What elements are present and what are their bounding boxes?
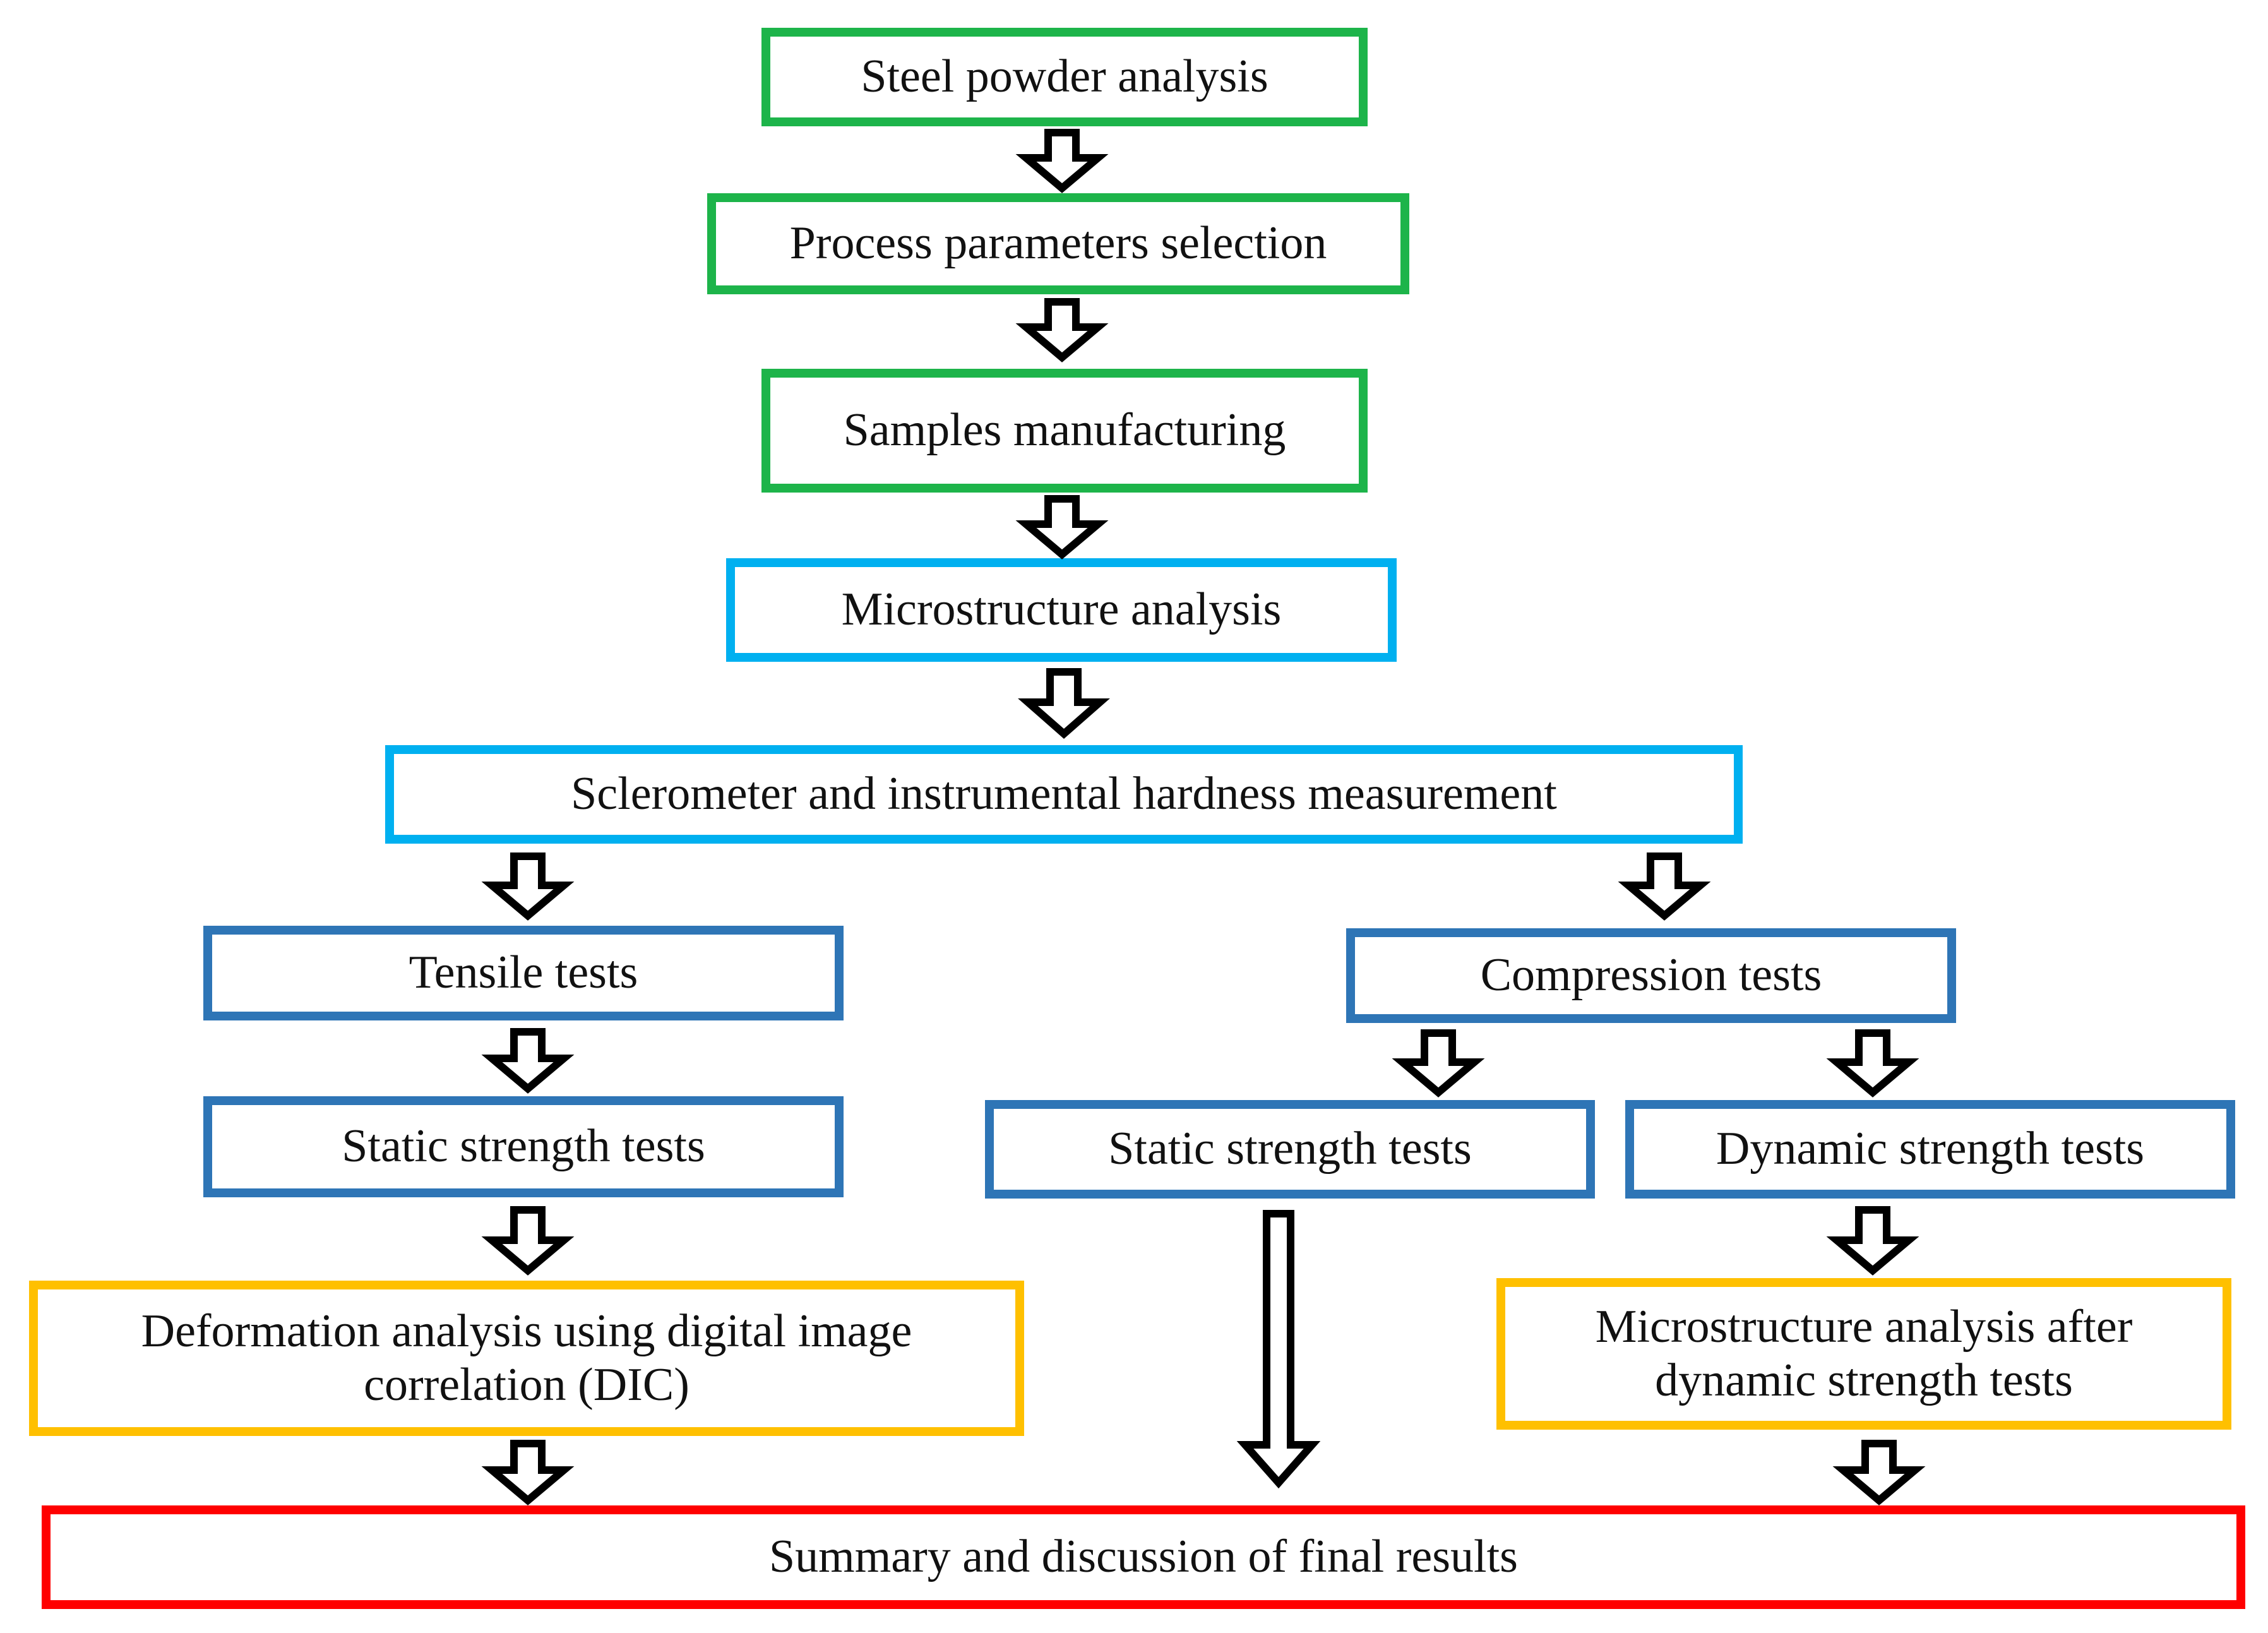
node-compression-tests: Compression tests xyxy=(1346,928,1956,1023)
arrow-graphic xyxy=(1826,1029,1919,1098)
node-compression-static-strength-tests: Static strength tests xyxy=(985,1100,1595,1199)
node-dynamic-strength-tests: Dynamic strength tests xyxy=(1625,1100,2235,1199)
arrow-graphic xyxy=(1832,1440,1926,1505)
arrow-comp-static-to-summary-icon xyxy=(1236,1210,1321,1489)
node-tensile-tests: Tensile tests xyxy=(203,926,844,1020)
node-summary-final-results: Summary and discussion of final results xyxy=(42,1505,2245,1609)
node-dic-deformation-analysis: Deformation analysis using digital image… xyxy=(29,1281,1024,1436)
node-label: Samples manufacturing xyxy=(843,404,1286,457)
arrow-graphic xyxy=(1018,668,1110,739)
arrow-hardness-to-tensile-icon xyxy=(481,852,575,921)
arrow-graphic xyxy=(1015,129,1109,193)
arrow-graphic xyxy=(1618,852,1711,921)
node-process-parameters-selection: Process parameters selection xyxy=(707,193,1409,294)
node-label: Steel powder analysis xyxy=(861,51,1268,103)
arrow-hardness-to-compression-icon xyxy=(1618,852,1711,921)
arrow-graphic xyxy=(481,1440,575,1505)
node-samples-manufacturing: Samples manufacturing xyxy=(761,369,1368,493)
arrow-graphic xyxy=(1015,495,1109,559)
node-label: Microstructure analysis xyxy=(841,583,1282,636)
arrow-params-to-samples-icon xyxy=(1015,298,1109,362)
arrow-dic-to-summary-icon xyxy=(481,1440,575,1505)
arrow-compression-to-static-icon xyxy=(1392,1029,1485,1098)
node-label: Compression tests xyxy=(1480,949,1822,1002)
arrow-static-to-dic-icon xyxy=(481,1206,575,1276)
arrow-graphic xyxy=(1392,1029,1485,1098)
node-label: Process parameters selection xyxy=(789,217,1327,270)
arrow-micro-after-to-summary-icon xyxy=(1832,1440,1926,1505)
node-label-line-2: correlation (DIC) xyxy=(364,1359,689,1411)
node-tensile-static-strength-tests: Static strength tests xyxy=(203,1096,844,1197)
node-label-line-2: dynamic strength tests xyxy=(1655,1355,2073,1406)
arrow-compression-to-dynamic-icon xyxy=(1826,1029,1919,1098)
node-label: Tensile tests xyxy=(409,947,638,999)
arrow-samples-to-micro-icon xyxy=(1015,495,1109,559)
arrow-graphic xyxy=(481,852,575,921)
node-label: Sclerometer and instrumental hardness me… xyxy=(571,768,1557,820)
node-label: Summary and discussion of final results xyxy=(769,1531,1518,1583)
node-label-line-1: Microstructure analysis after xyxy=(1595,1300,2133,1353)
arrow-graphic xyxy=(481,1028,575,1094)
arrow-graphic xyxy=(1826,1206,1919,1276)
arrow-tensile-to-static-icon xyxy=(481,1028,575,1094)
arrow-dynamic-to-micro-after-icon xyxy=(1826,1206,1919,1276)
arrow-graphic xyxy=(481,1206,575,1276)
arrow-micro-to-hardness-icon xyxy=(1018,668,1110,739)
node-hardness-measurement: Sclerometer and instrumental hardness me… xyxy=(385,745,1743,844)
node-steel-powder-analysis: Steel powder analysis xyxy=(761,28,1368,126)
node-label-line-1: Deformation analysis using digital image xyxy=(141,1305,912,1357)
node-microstructure-analysis: Microstructure analysis xyxy=(726,558,1397,662)
node-label: Dynamic strength tests xyxy=(1716,1123,2145,1175)
arrow-graphic xyxy=(1015,298,1109,362)
node-label: Static strength tests xyxy=(1108,1123,1472,1175)
arrow-long-graphic xyxy=(1236,1210,1321,1489)
node-label: Static strength tests xyxy=(342,1120,705,1173)
arrow-powder-to-params-icon xyxy=(1015,129,1109,193)
node-microstructure-after-dynamic: Microstructure analysis after dynamic st… xyxy=(1496,1278,2231,1430)
